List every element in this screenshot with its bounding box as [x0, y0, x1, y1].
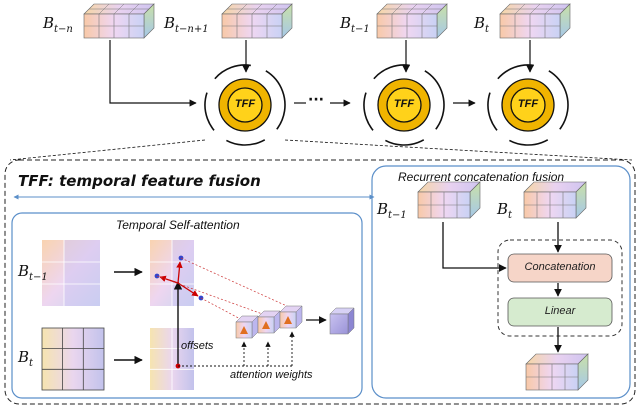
projection-lines — [156, 257, 301, 323]
recurrent-cube-b-t — [523, 181, 587, 219]
label-rc-b-t-minus-1: Bt−1 — [377, 200, 407, 221]
sampler-grid-prev — [150, 240, 194, 306]
recurrent-arrows — [442, 222, 562, 353]
detail-outer-box — [4, 159, 636, 405]
cube-b-t-minus-1-top — [376, 3, 448, 39]
grid-b-t-minus-1 — [42, 240, 100, 306]
concatenation-box — [507, 253, 613, 283]
grid-b-t — [41, 327, 105, 391]
label-b-t-minus-1-top: Bt−1 — [340, 14, 370, 35]
tff-node-2 — [363, 64, 445, 146]
label-b-t-top: Bt — [474, 14, 490, 35]
recurrent-cube-b-t-minus-1 — [417, 181, 481, 219]
fusion-dashed-box — [497, 239, 623, 337]
cube-b-t-n-plus-1 — [221, 3, 293, 39]
label-b-t-n-plus-1: Bt−n+1 — [164, 14, 209, 35]
tff-label-3: TFF — [517, 98, 539, 110]
self-attention-title: Temporal Self-attention — [116, 218, 240, 232]
linear-label: Linear — [544, 305, 576, 317]
top-connectors — [109, 40, 534, 107]
concatenation-label: Concatenation — [524, 261, 596, 273]
self-attention-output-cube — [329, 307, 355, 335]
self-attention-panel — [11, 212, 363, 399]
offsets-label: offsets — [181, 340, 214, 352]
attention-weight-arrows — [178, 331, 295, 367]
tff-node-3 — [487, 64, 569, 146]
recurrent-panel — [371, 165, 631, 399]
query-grid — [150, 328, 194, 390]
cube-b-t-n — [83, 3, 155, 39]
cube-b-t-top — [499, 3, 571, 39]
tff-node-1 — [204, 64, 286, 146]
label-sa-b-t-minus-1: Bt−1 — [18, 262, 48, 283]
recurrent-output-cube — [525, 353, 589, 391]
label-sa-b-t: Bt — [18, 348, 34, 369]
zoom-callout — [9, 139, 633, 161]
label-rc-b-t: Bt — [497, 200, 513, 221]
attention-weights-label: attention weights — [230, 369, 313, 381]
linear-box — [507, 297, 613, 327]
top-ellipsis: ··· — [308, 92, 324, 108]
tff-label-1: TFF — [234, 98, 256, 110]
sampled-features — [235, 305, 303, 339]
label-b-t-n: Bt−n — [43, 14, 73, 35]
detail-title: TFF: temporal feature fusion — [18, 172, 261, 190]
recurrent-title: Recurrent concatenation fusion — [398, 170, 565, 184]
tff-label-2: TFF — [393, 98, 415, 110]
